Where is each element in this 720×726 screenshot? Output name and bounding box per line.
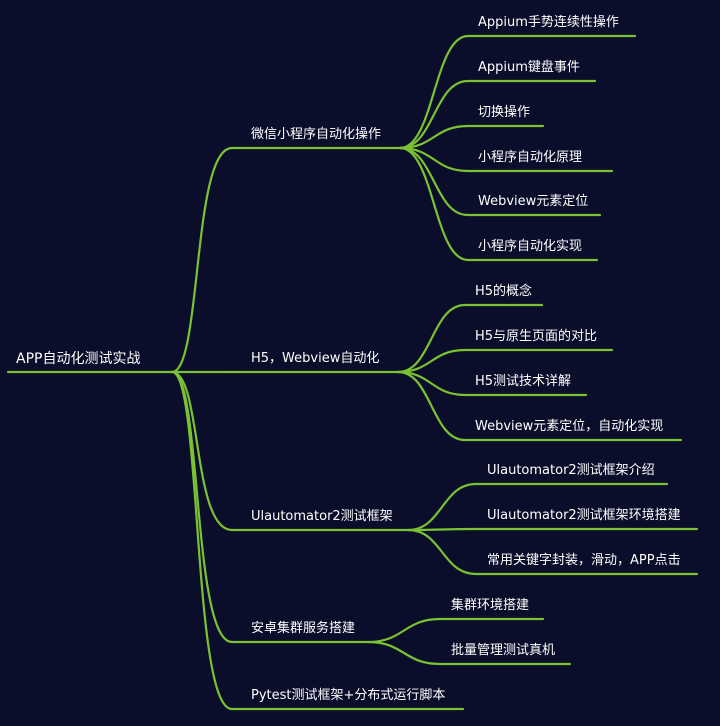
mindmap-connector	[396, 303, 467, 374]
mindmap-connector	[398, 79, 470, 150]
mindmap-connector	[366, 640, 442, 666]
mindmap-connector	[396, 370, 467, 442]
mindmap-connector	[170, 370, 234, 711]
mindmap-connector	[406, 528, 478, 576]
root-node: APP自动化测试实战	[16, 351, 141, 367]
mindmap-connector	[398, 34, 470, 150]
mindmap-connector	[396, 348, 467, 374]
branch-node: 微信小程序自动化操作	[251, 127, 382, 142]
leaf-node: Webview元素定位，自动化实现	[475, 419, 664, 434]
leaf-node: Ulautomator2测试框架介绍	[487, 463, 655, 478]
leaf-node: Webview元素定位	[478, 194, 589, 209]
branch-node: H5，Webview自动化	[251, 351, 380, 366]
branch-node: Pytest测试框架+分布式运行脚本	[251, 688, 446, 703]
mindmap-connector	[398, 124, 470, 150]
mindmap-connector	[406, 527, 478, 532]
leaf-node: H5与原生页面的对比	[475, 329, 598, 344]
mindmap-connector	[170, 370, 234, 532]
mindmap-connector	[170, 146, 234, 374]
mindmap-connector	[398, 146, 470, 262]
leaf-node: Appium手势连续性操作	[478, 15, 619, 30]
mindmap-connector	[396, 370, 467, 397]
leaf-node: 小程序自动化实现	[478, 239, 583, 254]
branch-node: 安卓集群服务搭建	[251, 621, 356, 636]
leaf-node: Ulautomator2测试框架环境搭建	[487, 508, 681, 523]
leaf-node: 批量管理测试真机	[451, 643, 556, 658]
mindmap-connector	[366, 617, 442, 644]
branch-node: Ulautomator2测试框架	[251, 509, 393, 524]
leaf-node: 切换操作	[478, 105, 531, 120]
leaf-node: H5的概念	[475, 284, 533, 299]
mindmap-connector	[398, 146, 470, 173]
mindmap-connector	[406, 482, 478, 532]
leaf-node: Appium键盘事件	[478, 60, 580, 75]
mindmap-connector	[170, 370, 234, 644]
leaf-node: H5测试技术详解	[475, 374, 572, 389]
leaf-node: 常用关键字封装，滑动，APP点击	[487, 553, 681, 568]
leaf-node: 小程序自动化原理	[478, 150, 583, 165]
leaf-node: 集群环境搭建	[451, 598, 530, 613]
